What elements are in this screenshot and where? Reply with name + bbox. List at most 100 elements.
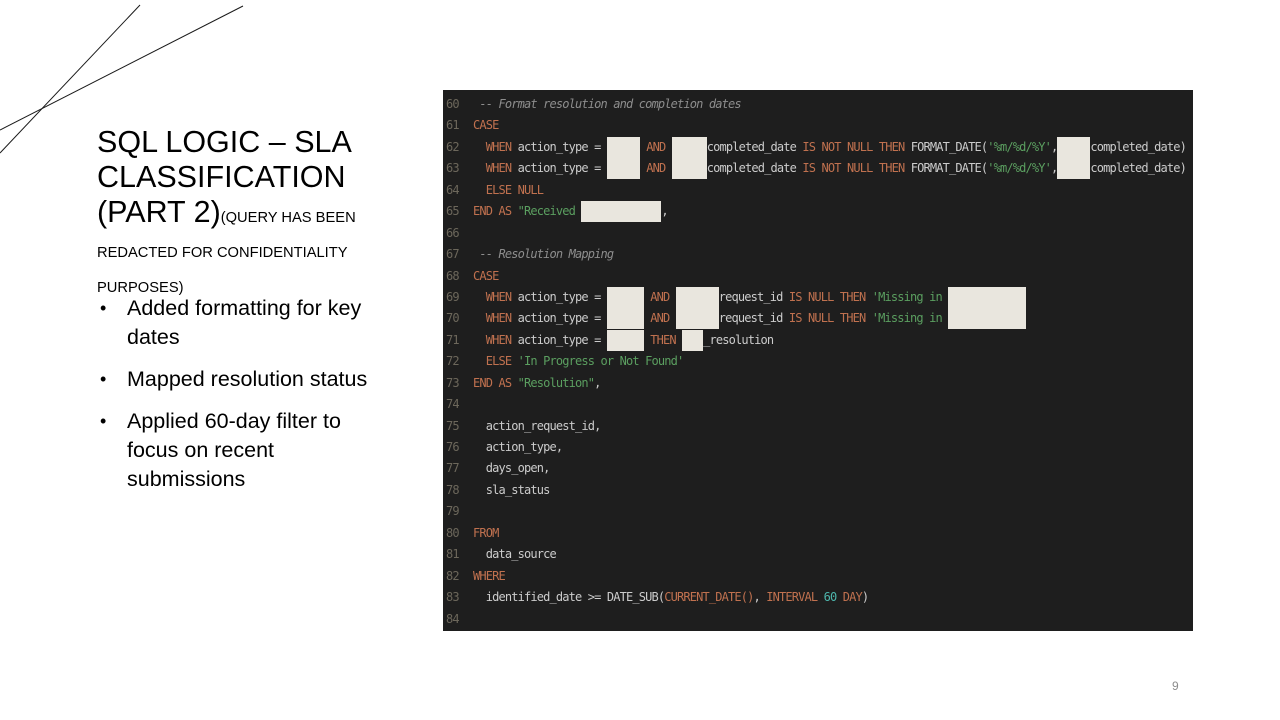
code-segment: [473, 140, 486, 154]
redaction-box: [1057, 158, 1091, 180]
redaction-box: [948, 308, 1027, 330]
code-segment: [473, 311, 486, 325]
code-line-66: 66: [443, 223, 1193, 244]
bullet-icon: •: [100, 369, 107, 389]
bullet-icon: •: [100, 411, 107, 431]
code-text: WHEN action_type = AND completed_date IS…: [465, 136, 1187, 158]
code-segment: AND: [650, 311, 670, 326]
code-line-67: 67 -- Resolution Mapping: [443, 244, 1193, 265]
bullet-item-3: • Applied 60-day filter to focus on rece…: [97, 407, 397, 494]
code-segment: ,: [753, 590, 767, 605]
code-segment: IS NULL THEN: [788, 289, 866, 304]
code-segment: INTERVAL: [766, 590, 818, 605]
code-segment: 60: [823, 590, 838, 605]
code-segment: FORMAT_DATE(: [904, 161, 988, 176]
code-line-76: 76 action_type,: [443, 437, 1193, 458]
code-line-78: 78 sla_status: [443, 480, 1193, 501]
code-line-69: 69 WHEN action_type = AND request_id IS …: [443, 286, 1193, 308]
code-segment: data_source: [473, 547, 557, 562]
line-number: 60: [446, 97, 460, 111]
redaction-box: [671, 136, 707, 158]
line-number: 78: [446, 482, 460, 497]
code-line-72: 72 ELSE 'In Progress or Not Found': [443, 351, 1193, 372]
redaction-box: [606, 136, 640, 158]
redaction-box: [606, 158, 640, 180]
code-line-71: 71 WHEN action_type = THEN _resolution: [443, 329, 1193, 351]
title-block: SQL LOGIC – SLA CLASSIFICATION (PART 2)(…: [97, 125, 419, 300]
code-segment: [473, 333, 486, 347]
code-segment: WHEN: [485, 332, 512, 347]
code-line-82: 82 WHERE: [443, 566, 1193, 587]
code-segment: completed_date): [1090, 161, 1186, 176]
code-segment: action_type =: [511, 332, 607, 347]
code-segment: "Resolution": [517, 375, 595, 390]
line-number: 64: [446, 182, 460, 197]
code-segment: IS NULL THEN: [788, 311, 866, 326]
code-segment: ,: [1051, 161, 1058, 176]
code-text: action_type,: [465, 437, 563, 458]
line-number: 62: [446, 139, 460, 154]
code-line-79: 79: [443, 501, 1193, 522]
code-segment: ELSE: [485, 354, 512, 369]
code-segment: WHEN: [485, 161, 512, 176]
code-text: -- Resolution Mapping: [465, 244, 614, 265]
line-number: 70: [446, 311, 460, 326]
code-segment: AND: [646, 139, 666, 154]
bullet-item-2: • Mapped resolution status: [97, 365, 397, 394]
redaction-box: [606, 286, 644, 308]
slide-title-text: SQL LOGIC – SLA CLASSIFICATION (PART 2): [97, 125, 352, 229]
code-segment: identified_date >= DATE_SUB(: [473, 590, 665, 605]
code-segment: [473, 183, 486, 197]
code-text: WHERE: [465, 566, 506, 587]
line-number: 73: [446, 375, 460, 390]
code-segment: _resolution: [703, 332, 774, 347]
redaction-box: [1057, 136, 1091, 158]
code-text: END AS "Resolution",: [465, 373, 601, 394]
line-number: 65: [446, 204, 460, 219]
code-segment: ,: [1051, 139, 1058, 154]
code-segment: WHERE: [473, 568, 506, 583]
bullet-text-2: Mapped resolution status: [127, 367, 368, 391]
code-segment: completed_date): [1090, 139, 1186, 154]
line-number: 69: [446, 289, 460, 304]
bullet-item-1: • Added formatting for key dates: [97, 294, 397, 352]
code-segment: action_type =: [511, 311, 607, 326]
code-segment: END AS: [473, 375, 512, 390]
code-segment: '%m/%d/%Y': [987, 139, 1052, 154]
sql-code-screenshot: 60 -- Format resolution and completion d…: [443, 90, 1193, 631]
line-number: 67: [446, 247, 460, 262]
code-line-75: 75 action_request_id,: [443, 416, 1193, 437]
code-segment: IS NOT NULL THEN: [802, 161, 905, 176]
line-number: 81: [446, 547, 460, 562]
line-number: 79: [446, 504, 460, 519]
code-segment: FORMAT_DATE(: [904, 139, 988, 154]
line-number: 83: [446, 590, 460, 605]
line-number: 66: [446, 225, 460, 240]
code-segment: days_open,: [473, 461, 551, 476]
line-number: 82: [446, 568, 460, 583]
code-line-63: 63 WHEN action_type = AND completed_date…: [443, 158, 1193, 180]
redaction-box: [948, 286, 1027, 308]
bullet-text-3: Applied 60-day filter to focus on recent…: [127, 409, 341, 491]
code-text: ELSE 'In Progress or Not Found': [465, 351, 684, 372]
code-segment: CASE: [473, 268, 499, 283]
code-lines: 60 -- Format resolution and completion d…: [443, 94, 1193, 630]
code-segment: DAY: [842, 590, 863, 605]
line-number: 72: [446, 354, 460, 369]
redaction-box: [675, 308, 719, 330]
code-text: ELSE NULL: [465, 180, 544, 201]
decorative-crossed-lines-icon: [0, 4, 244, 154]
code-segment: completed_date: [706, 161, 803, 176]
code-segment: ): [861, 590, 869, 605]
page-number: 9: [1172, 679, 1179, 693]
code-segment: AND: [650, 289, 670, 304]
code-segment: WHEN: [485, 289, 512, 304]
code-segment: AND: [646, 161, 666, 176]
code-text: identified_date >= DATE_SUB(CURRENT_DATE…: [465, 587, 869, 608]
code-text: [465, 501, 473, 522]
redaction-box: [671, 158, 707, 180]
code-text: [465, 223, 473, 244]
